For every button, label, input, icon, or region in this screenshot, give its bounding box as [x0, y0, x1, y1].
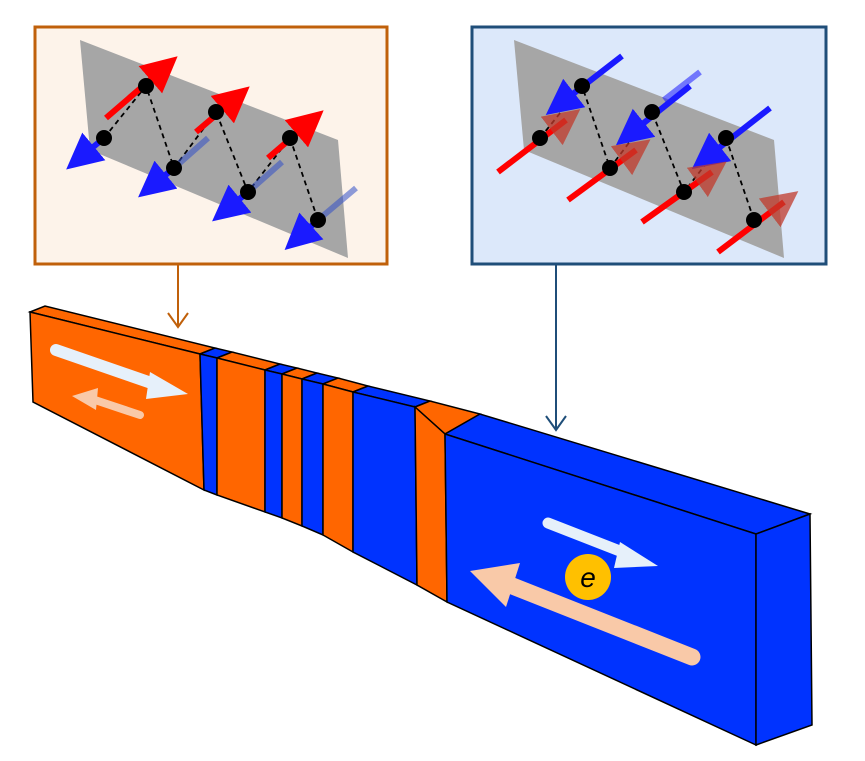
orange-inset-plane: [80, 40, 348, 258]
blue-domain-spin-inset: [470, 25, 828, 266]
orange-connector-arrow: [167, 265, 189, 329]
orange-domain-spin-inset: [33, 25, 389, 266]
domain-bar: [27, 305, 813, 747]
blue-inset-spins: [496, 53, 799, 255]
spin-site: [104, 56, 178, 121]
blue-connector-arrow: [545, 265, 567, 432]
right-domain-current-arrows: [470, 517, 701, 666]
blue-inset-atoms: [532, 78, 762, 228]
bar-top-face: [27, 305, 813, 535]
bar-end-face: [755, 512, 813, 747]
electron-marker: e: [565, 554, 611, 600]
electron-label: e: [580, 562, 596, 593]
orange-inset-atoms: [96, 78, 326, 228]
left-domain-current-arrows: [50, 344, 188, 419]
